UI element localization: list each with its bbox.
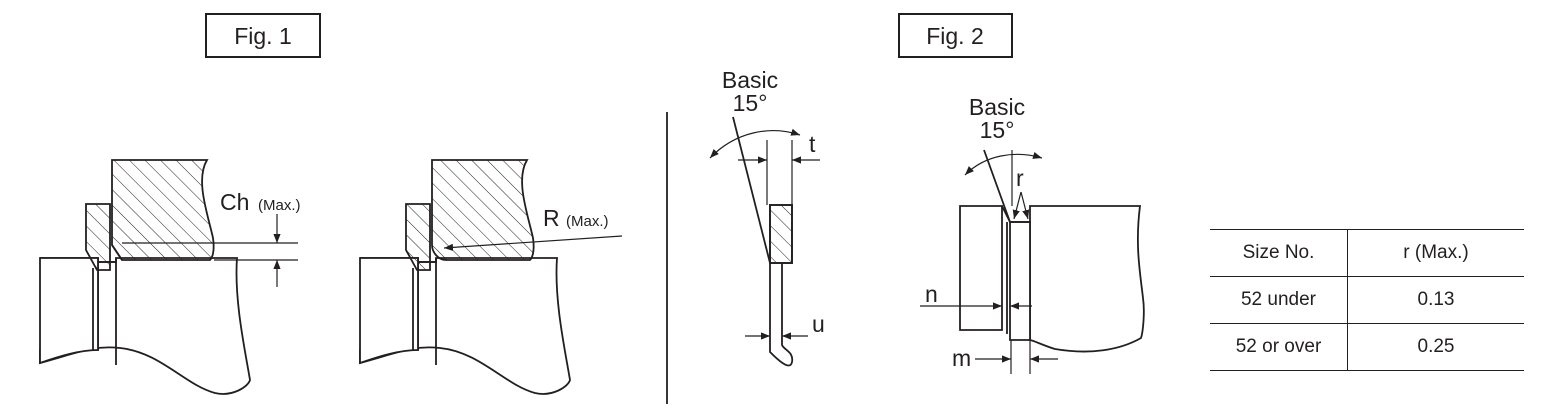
n-label: n xyxy=(925,281,938,307)
table-row: 52 under 0.13 xyxy=(1210,276,1524,324)
fig2-gap-drawing: Basic 15° r n m xyxy=(920,94,1145,374)
u-label: u xyxy=(812,311,825,337)
right-angle-label: 15° xyxy=(980,117,1015,143)
right-basic-label: Basic xyxy=(969,94,1025,120)
row-size: 52 or over xyxy=(1210,323,1348,371)
fig2-title-box: Fig. 2 xyxy=(898,13,1013,58)
r-label: R xyxy=(543,205,560,231)
row-size: 52 under xyxy=(1210,276,1348,324)
small-r-label: r xyxy=(1016,165,1024,191)
fig2-ring-drawing: Basic 15° t u xyxy=(709,67,825,367)
ch-max-label: (Max.) xyxy=(258,197,301,214)
table-row: 52 or over 0.25 xyxy=(1210,323,1524,371)
header-r-max: r (Max.) xyxy=(1403,242,1469,263)
left-angle-label: 15° xyxy=(733,90,768,116)
r-max-table: Size No. r (Max.) 52 under 0.13 52 or ov… xyxy=(1210,229,1524,371)
header-size-no: Size No. xyxy=(1210,229,1348,277)
row-r-value: 0.13 xyxy=(1417,289,1455,310)
ch-label: Ch xyxy=(220,189,249,215)
fig2-title: Fig. 2 xyxy=(926,23,984,49)
left-basic-label: Basic xyxy=(722,67,778,93)
fig1-radius-drawing: R (Max.) xyxy=(359,159,623,395)
t-label: t xyxy=(809,131,816,157)
fig1-title-box: Fig. 1 xyxy=(205,13,321,58)
fig1-chamfer-drawing: Ch (Max.) xyxy=(39,159,301,395)
m-label: m xyxy=(952,345,971,371)
table-header-row: Size No. r (Max.) xyxy=(1210,229,1524,277)
row-r-value: 0.25 xyxy=(1417,336,1455,357)
fig1-title: Fig. 1 xyxy=(234,23,292,49)
r-max-label: (Max.) xyxy=(566,213,609,230)
